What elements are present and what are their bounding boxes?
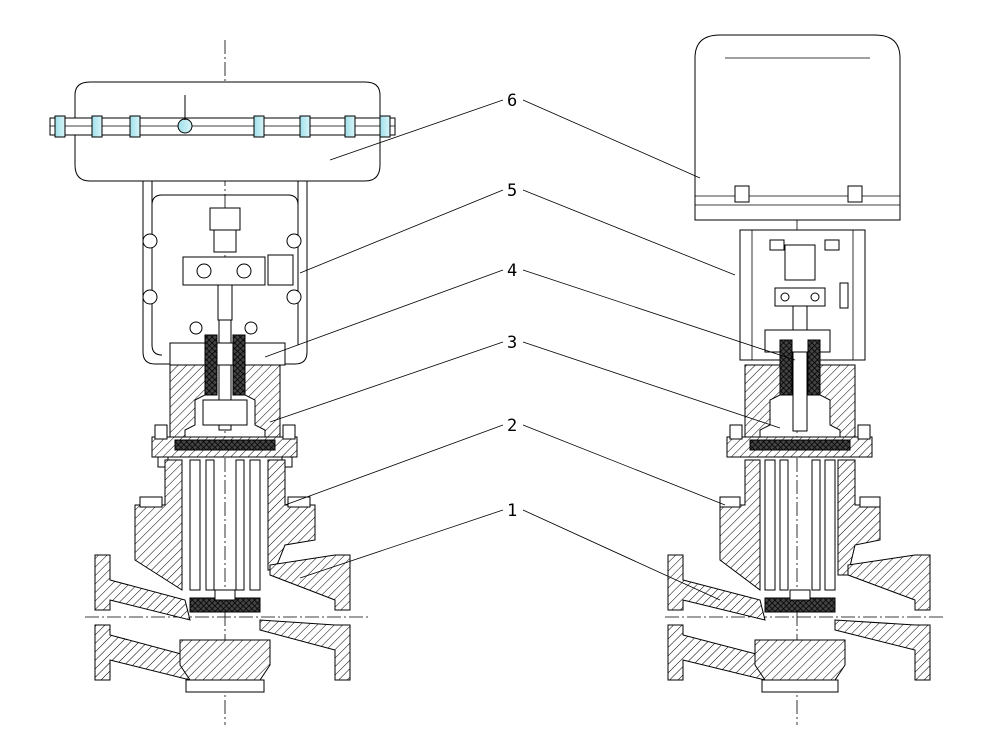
label-6: 6 xyxy=(507,91,517,111)
diaphragm-actuator xyxy=(49,81,396,182)
valve-body-right xyxy=(667,459,931,693)
label-1: 1 xyxy=(507,501,517,521)
body-flange xyxy=(151,424,298,468)
leader-lines xyxy=(264,99,796,601)
callout-labels: 6 5 4 3 2 1 xyxy=(507,91,517,521)
label-5: 5 xyxy=(507,181,517,201)
yoke xyxy=(142,181,308,365)
bonnet-right xyxy=(726,329,873,458)
valve-body xyxy=(94,459,351,693)
bonnet xyxy=(169,321,286,446)
right-valve xyxy=(665,34,945,725)
label-2: 2 xyxy=(507,416,517,436)
left-valve xyxy=(49,40,396,725)
label-4: 4 xyxy=(507,261,517,281)
electric-actuator xyxy=(694,34,901,221)
stem-connector xyxy=(182,207,294,431)
label-3: 3 xyxy=(507,333,517,353)
